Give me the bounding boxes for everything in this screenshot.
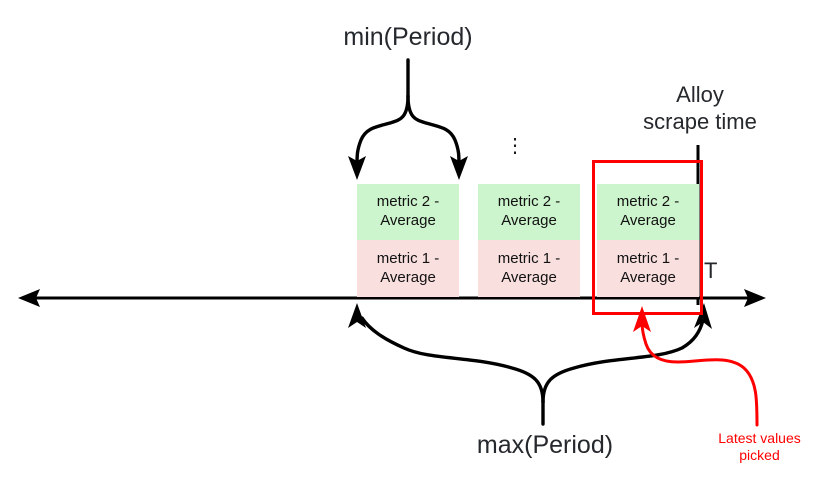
metric-group-1: metric 2 - Average metric 1 - Average [357,184,459,297]
max-period-brace-arrowheads [348,303,712,329]
min-period-brace-arrowheads [348,156,468,180]
metric-2-average-cell: metric 2 - Average [478,184,580,240]
metric-group-3: metric 2 - Average metric 1 - Average [597,184,699,297]
timeline-axis [18,289,766,307]
latest-values-arrow [640,320,759,427]
min-period-label: min(Period) [343,23,473,51]
metric-2-average-cell: metric 2 - Average [597,184,699,240]
min-period-brace [355,58,461,167]
max-period-brace [360,316,705,426]
max-period-label: max(Period) [476,431,614,459]
timeline-axis-label: T [704,258,718,283]
latest-values-arrowhead [633,306,651,332]
ellipsis-icon: ⋮ [505,135,525,157]
latest-values-picked-label: Latest values picked [718,430,801,464]
metric-1-average-cell: metric 1 - Average [478,240,580,297]
metric-2-average-cell: metric 2 - Average [357,184,459,240]
metric-group-2: metric 2 - Average metric 1 - Average [478,184,580,297]
metric-1-average-cell: metric 1 - Average [357,240,459,297]
metric-1-average-cell: metric 1 - Average [597,240,699,297]
alloy-scrape-time-label: Alloy scrape time [643,82,757,134]
latest-values-highlight-box [592,160,703,315]
